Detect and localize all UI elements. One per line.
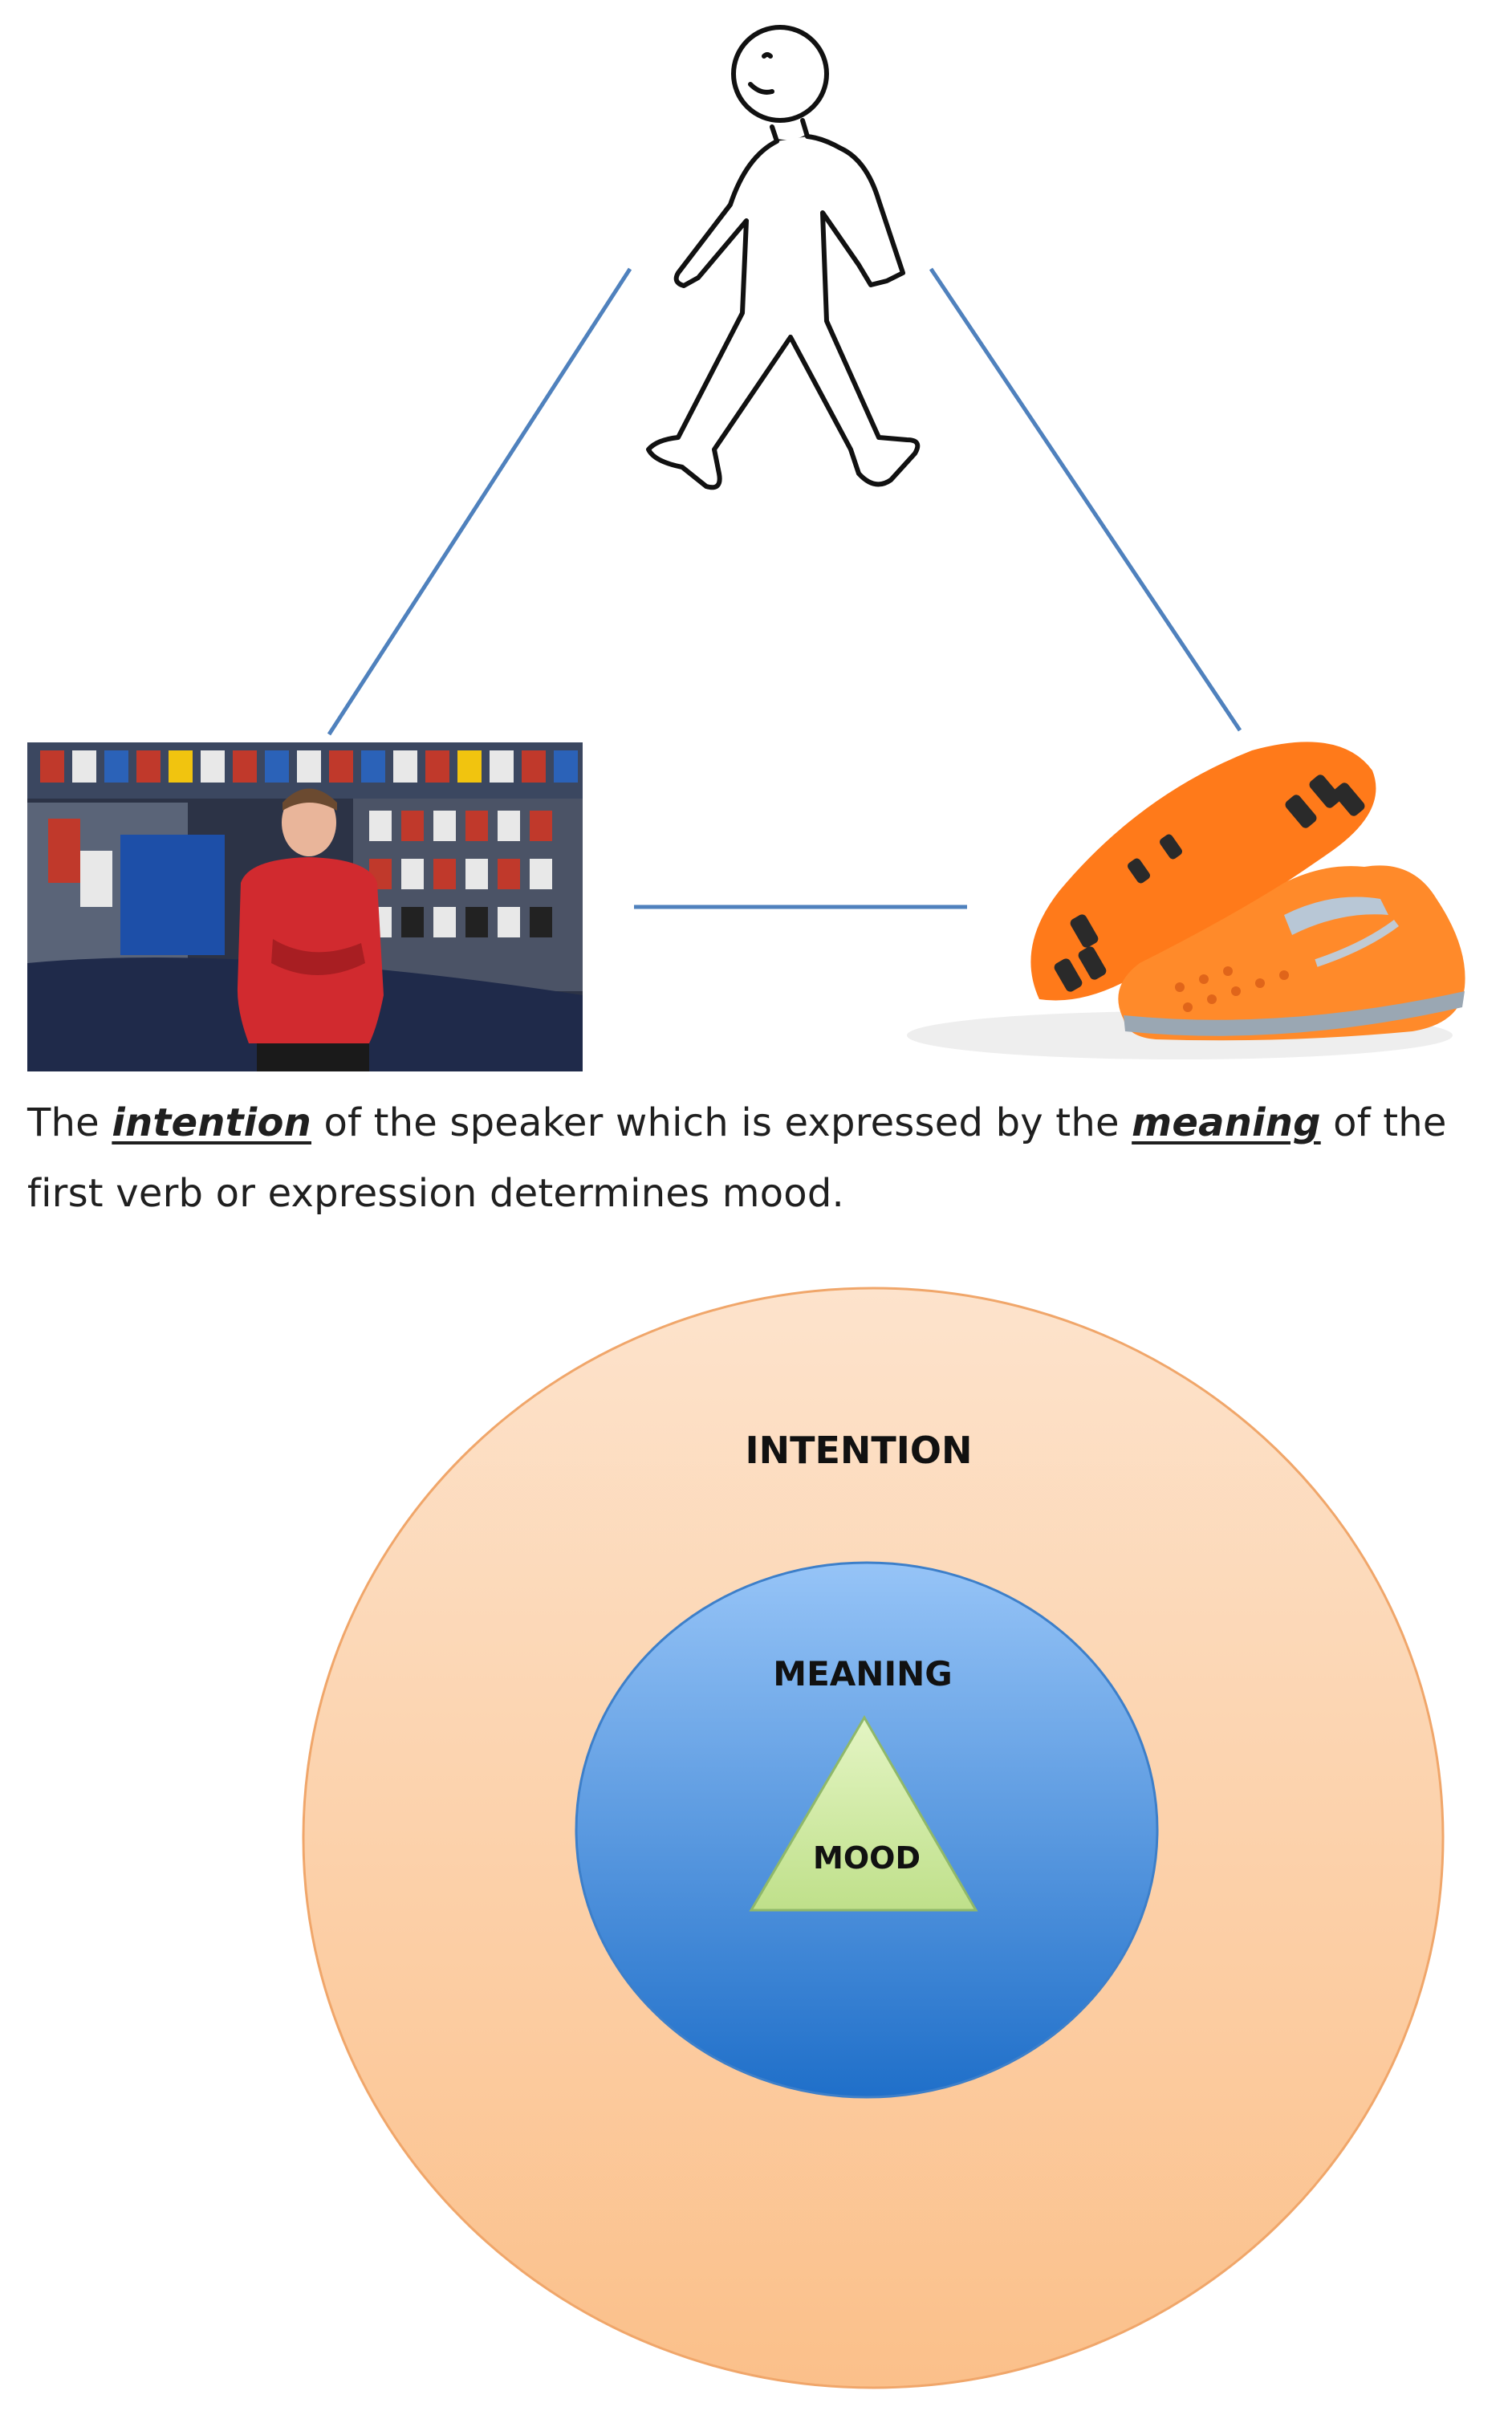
nested-concepts-diagram: INTENTION MEANING MOOD (302, 1287, 1445, 2389)
caption-part-2: of the speaker which is expressed by the (311, 1100, 1132, 1145)
mood-inner-triangle (749, 1715, 978, 1912)
walking-person-icon (646, 25, 921, 490)
caption-keyword-meaning: meaning (1132, 1100, 1321, 1145)
caption-part-3: of the first verb or expression determin… (27, 1100, 1447, 1216)
concept-triangle-diagram (27, 25, 1465, 1071)
connector-line-right (929, 267, 1242, 732)
caption-keyword-intention: intention (112, 1100, 311, 1145)
mood-label: MOOD (813, 1840, 921, 1876)
intention-label: INTENTION (745, 1429, 972, 1472)
meaning-label: MEANING (773, 1654, 952, 1693)
shop-assistant-photo (27, 742, 583, 1071)
caption-part-1: The (27, 1100, 112, 1145)
connector-line-left (327, 267, 632, 736)
caption-text: The intention of the speaker which is ex… (27, 1088, 1488, 1229)
orange-running-shoe-photo (907, 742, 1465, 1059)
